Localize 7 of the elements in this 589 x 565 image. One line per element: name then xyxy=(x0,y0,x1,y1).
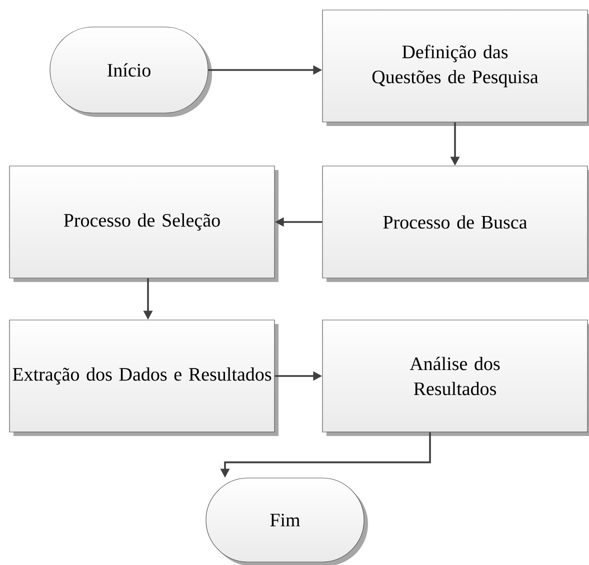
process-box: Definição das Questões de Pesquisa xyxy=(322,10,589,126)
process-box: Processo de Busca xyxy=(322,166,589,282)
terminal-pill: Fim xyxy=(206,478,368,565)
terminal-pill: Início xyxy=(50,26,212,117)
process-box: Processo de Seleção xyxy=(9,166,278,282)
process-box: Extração dos Dados e Resultados xyxy=(9,320,278,436)
process-box: Análise dos Resultados xyxy=(322,320,589,436)
